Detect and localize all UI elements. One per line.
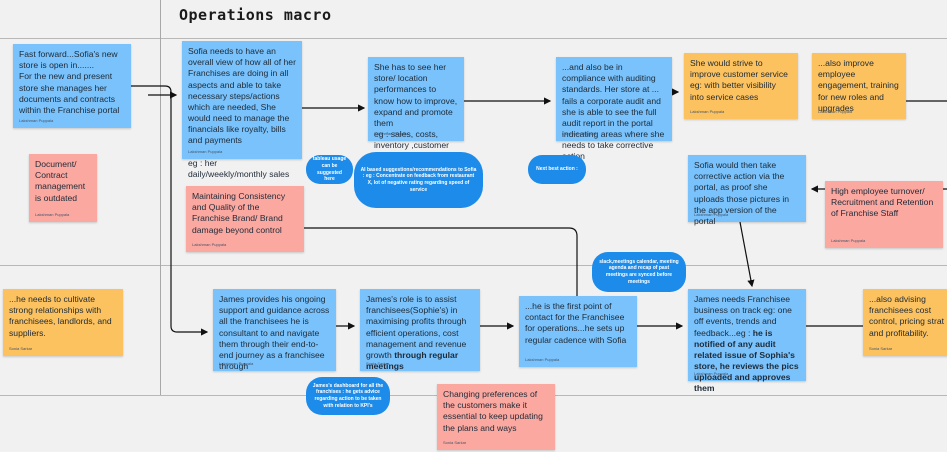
sticky-note-advising-cost-control[interactable]: ...also advising franchisees cost contro… bbox=[863, 289, 947, 356]
note-text: High employee turnover/ Recruitment and … bbox=[831, 186, 934, 219]
lane-divider-top bbox=[0, 38, 947, 39]
connector-n9-n16 bbox=[739, 221, 755, 288]
note-author: Lakshman Puppala bbox=[694, 211, 729, 217]
note-text: Maintaining Consistency and Quality of t… bbox=[192, 191, 286, 235]
note-author: Lakshman Puppala bbox=[374, 130, 409, 136]
note-author: Lakshman Puppala bbox=[192, 241, 227, 247]
note-author: Lakshman Puppala bbox=[19, 117, 54, 123]
note-author: Lakshman Puppala bbox=[188, 148, 223, 154]
note-text: She has to see her store/ location perfo… bbox=[374, 62, 458, 161]
connector-n14-loop bbox=[271, 191, 578, 298]
note-author: Lakshman Puppala bbox=[694, 370, 729, 376]
note-text: Sofia would then take corrective action … bbox=[694, 160, 790, 226]
sticky-note-changing-preferences[interactable]: Changing preferences of the customers ma… bbox=[437, 384, 555, 450]
sticky-note-auditing-compliance[interactable]: ...and also be in compliance with auditi… bbox=[556, 57, 672, 161]
note-author: Sonia Sarkar bbox=[9, 345, 33, 351]
note-text: James provides his ongoing support and g… bbox=[219, 294, 330, 372]
board-title: Operations macro bbox=[179, 6, 332, 24]
sticky-note-first-point-of-contact[interactable]: ...he is the first point of contact for … bbox=[519, 296, 637, 367]
note-text: ...and also be in compliance with auditi… bbox=[562, 62, 665, 161]
sticky-note-james-role[interactable]: James's role is to assist franchisees(So… bbox=[360, 289, 480, 371]
comment-bubble-james-dashboard[interactable]: James's dashboard for all the franchises… bbox=[306, 377, 390, 415]
note-author: Sonia Sarkar bbox=[443, 439, 467, 445]
sticky-note-james-business-on-track[interactable]: James needs Franchisee business on track… bbox=[688, 289, 806, 393]
note-text: ...also advising franchisees cost contro… bbox=[869, 294, 944, 338]
note-author: Lakshman Puppala bbox=[690, 108, 725, 114]
note-author: Lakshman Puppala bbox=[525, 356, 560, 362]
comment-bubble-tableau[interactable]: tableau usage can be suggested here bbox=[306, 155, 353, 184]
note-text: Fast forward...Sofia's new store is open… bbox=[19, 49, 120, 115]
comment-bubble-ai-suggestions[interactable]: AI based suggestions/recommendations to … bbox=[354, 152, 483, 208]
sticky-note-customer-service[interactable]: She would strive to improve customer ser… bbox=[684, 53, 798, 119]
note-author: Lakshman Puppala bbox=[562, 130, 597, 136]
sticky-note-store-performance[interactable]: She has to see her store/ location perfo… bbox=[368, 57, 464, 161]
note-text: She would strive to improve customer ser… bbox=[690, 58, 788, 102]
note-text: Changing preferences of the customers ma… bbox=[443, 389, 543, 433]
sticky-note-employee-turnover[interactable]: High employee turnover/ Recruitment and … bbox=[825, 181, 943, 248]
sticky-note-james-support[interactable]: James provides his ongoing support and g… bbox=[213, 289, 336, 371]
sticky-note-relationships[interactable]: ...he needs to cultivate strong relation… bbox=[3, 289, 123, 356]
lane-divider-middle bbox=[0, 265, 947, 266]
note-text: Sofia needs to have an overall view of h… bbox=[188, 46, 296, 179]
note-text: James needs Franchisee business on track… bbox=[694, 294, 799, 394]
note-text: Document/ Contract management is outdate… bbox=[35, 159, 86, 203]
note-text: ...also improve employee engagement, tra… bbox=[818, 58, 899, 113]
comment-bubble-slack-meetings[interactable]: slack,meetings calendar, meeting agenda … bbox=[592, 252, 686, 292]
note-author: Sonia Sarkar bbox=[366, 360, 390, 366]
note-text: ...he needs to cultivate strong relation… bbox=[9, 294, 112, 338]
note-author: Lakshman Puppala bbox=[818, 108, 853, 114]
sticky-note-brand-consistency[interactable]: Maintaining Consistency and Quality of t… bbox=[186, 186, 304, 252]
sticky-note-corrective-action[interactable]: Sofia would then take corrective action … bbox=[688, 155, 806, 226]
note-text: James's role is to assist franchisees(So… bbox=[366, 294, 467, 372]
note-author: Lakshman Puppala bbox=[35, 211, 70, 217]
connector-n1-n12 bbox=[131, 85, 209, 336]
column-divider bbox=[160, 0, 161, 395]
note-author: Sonia Sarkar bbox=[869, 345, 893, 351]
sticky-note-employee-engagement[interactable]: ...also improve employee engagement, tra… bbox=[812, 53, 906, 119]
note-text: ...he is the first point of contact for … bbox=[525, 301, 627, 345]
note-author: Lakshman Puppala bbox=[831, 237, 866, 243]
sticky-note-sofia-overall-view[interactable]: Sofia needs to have an overall view of h… bbox=[182, 41, 302, 179]
note-author: Lakshman Puppala bbox=[219, 360, 254, 366]
comment-bubble-next-best-action[interactable]: Next best action : bbox=[528, 155, 586, 184]
sticky-note-document-management[interactable]: Document/ Contract management is outdate… bbox=[29, 154, 97, 222]
sticky-note-sofia-new-store[interactable]: Fast forward...Sofia's new store is open… bbox=[13, 44, 131, 128]
